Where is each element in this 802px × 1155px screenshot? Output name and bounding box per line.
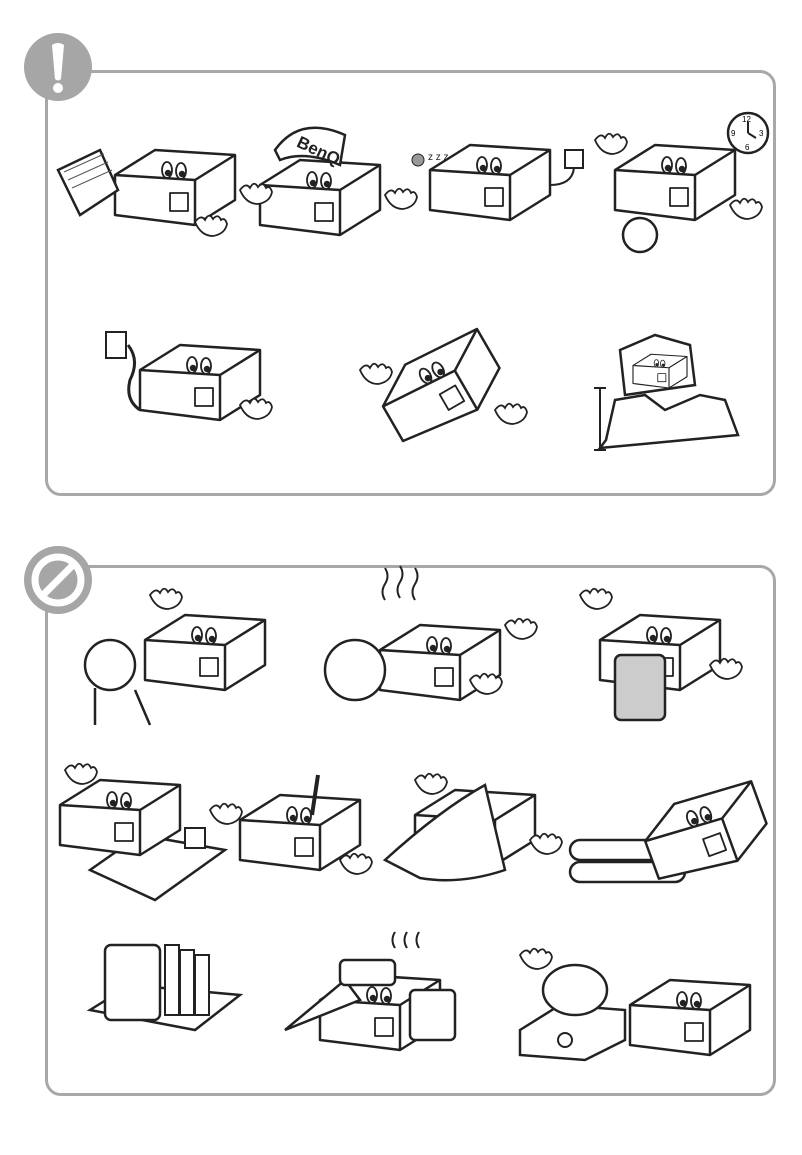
do-not-cover bbox=[382, 772, 563, 882]
do-not-disassemble bbox=[209, 774, 373, 875]
clock-time-limit: 12 3 6 9 bbox=[594, 111, 770, 254]
clock-3: 3 bbox=[759, 129, 764, 138]
tilted-projector bbox=[359, 323, 528, 451]
do-not-block-vents bbox=[579, 587, 743, 722]
books-shelf bbox=[86, 943, 244, 1032]
clock-9: 9 bbox=[731, 129, 736, 138]
steam-kettle bbox=[518, 947, 752, 1062]
unplug-wall-outlet bbox=[105, 331, 273, 422]
unstable-surface bbox=[58, 762, 229, 902]
brand-cap-thumbs-up: BenQ bbox=[239, 126, 418, 237]
prohibited-icon bbox=[24, 546, 92, 614]
do-not-look-into-lens bbox=[83, 587, 267, 726]
do-not-stack bbox=[568, 775, 777, 890]
altitude-level bbox=[594, 333, 740, 451]
prohibited-panel bbox=[45, 565, 776, 1096]
read-manual bbox=[56, 148, 237, 237]
standby-power-adapter: z z z bbox=[411, 143, 584, 222]
clock-6: 6 bbox=[745, 143, 750, 152]
svg-text:z z z: z z z bbox=[428, 152, 449, 163]
enclosed-space bbox=[284, 931, 457, 1052]
clock-12: 12 bbox=[742, 115, 751, 124]
caution-panel bbox=[45, 70, 776, 496]
hot-exhaust bbox=[323, 565, 538, 702]
exclamation-icon bbox=[24, 33, 92, 101]
